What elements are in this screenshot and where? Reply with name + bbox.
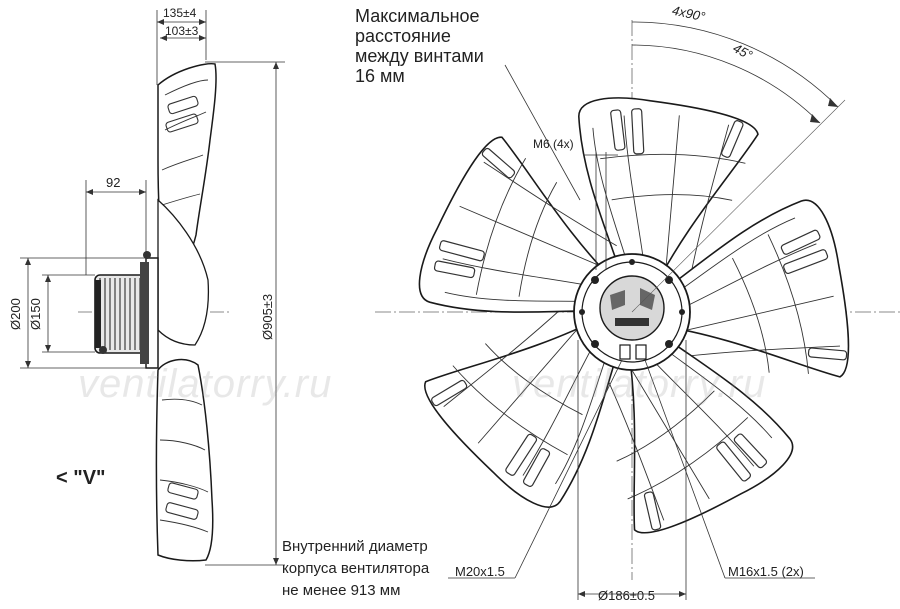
watermark: ventilatorry.ru: [78, 362, 333, 406]
dim-92: 92: [106, 175, 121, 190]
dim-m16: M16x1.5 (2x): [728, 564, 804, 579]
note-line: корпуса вентилятора: [282, 560, 430, 577]
dim-186: Ø186±0.5: [598, 588, 656, 603]
note-line: 16 мм: [355, 66, 405, 86]
front-view: [375, 20, 900, 600]
dim-103: 103±3: [165, 24, 199, 38]
note-screw-distance: Максимальное расстояние между винтами 16…: [355, 6, 484, 86]
dim-150: Ø150: [28, 298, 43, 330]
dim-m20: M20x1.5: [455, 564, 505, 579]
note-line: Внутренний диаметр: [282, 538, 428, 555]
side-view: [20, 10, 285, 566]
dim-200: Ø200: [8, 298, 23, 330]
dim-905: Ø905±3: [260, 293, 275, 340]
dim-m6: M6 (4x): [533, 137, 574, 151]
note-line: расстояние: [355, 26, 451, 46]
note-line: между винтами: [355, 46, 484, 66]
note-line: не менее 913 мм: [282, 582, 401, 599]
watermark: ventilatorry.ru: [512, 362, 767, 406]
view-label: < "V": [56, 467, 106, 489]
note-line: Максимальное: [355, 6, 480, 26]
note-housing-diameter: Внутренний диаметр корпуса вентилятора н…: [282, 536, 429, 602]
dim-135: 135±4: [163, 6, 197, 20]
